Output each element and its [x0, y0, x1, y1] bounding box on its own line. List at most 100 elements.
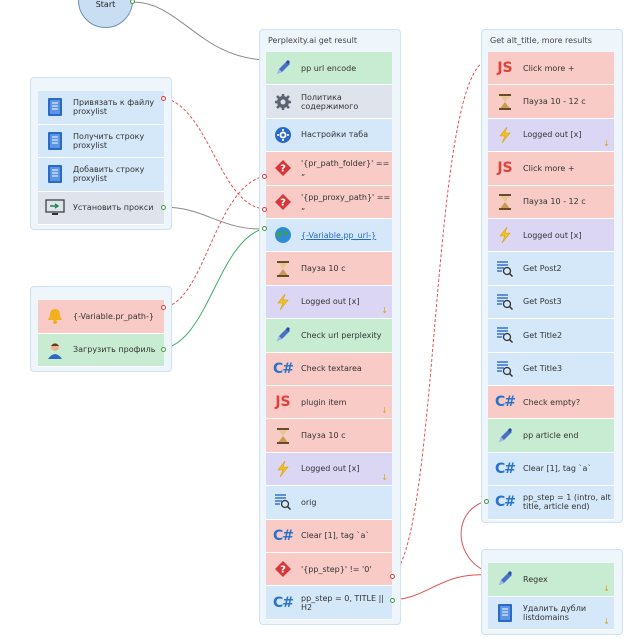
csharp-icon: C#: [273, 527, 294, 544]
pen-icon: [495, 569, 515, 589]
node-label: Политика содержимого: [301, 92, 359, 111]
right2-node-2[interactable]: Удалить дубли listdomains ↓: [488, 596, 614, 630]
left1-node-2[interactable]: Получить строку proxylist: [38, 124, 164, 158]
node-label: '{pr_path_folder}' == „: [301, 159, 390, 178]
node-label: pp_step = 0, TITLE || H2: [301, 593, 385, 612]
node-label: Удалить дубли listdomains: [523, 603, 587, 622]
port-start-out[interactable]: [130, 0, 135, 4]
port-load-profile-out[interactable]: [161, 347, 166, 352]
middle-node-3[interactable]: Настройки таба: [266, 118, 392, 153]
right1-node-2[interactable]: Пауза 10 - 12 с: [488, 85, 614, 119]
node-label: Установить прокси: [73, 203, 154, 213]
port-pp-proxy-path-false[interactable]: [262, 207, 267, 212]
lightning-icon: [495, 225, 515, 245]
middle-node-8[interactable]: Logged out [x] ↓: [266, 285, 392, 320]
middle-node-15[interactable]: C#Clear [1], tag `a`: [266, 519, 392, 553]
node-label: Check textarea: [301, 364, 362, 374]
port-proxylist-in[interactable]: [161, 96, 166, 101]
question-diamond-icon: ?: [273, 158, 293, 178]
csharp-icon: C#: [495, 394, 516, 411]
port-pr-path-in[interactable]: [161, 305, 166, 310]
svg-text:?: ?: [280, 164, 286, 175]
right1-node-10[interactable]: Get Title3: [488, 352, 614, 386]
lightning-icon: [273, 459, 293, 479]
arrow-down-icon: ↓: [381, 306, 388, 316]
port-set-proxy-out[interactable]: [161, 205, 166, 210]
wire-pp-step-zero-to-regex: [391, 574, 489, 601]
arrow-down-icon: ↓: [381, 406, 388, 416]
hourglass-icon: [495, 192, 515, 212]
port-pp-step-zero-out[interactable]: [390, 598, 395, 603]
bell-icon: [45, 306, 65, 326]
notebook-icon: [45, 97, 65, 117]
node-label: Check url perplexity: [301, 330, 382, 340]
node-label: Clear [1], tag `a`: [523, 464, 592, 474]
gear-icon: [273, 92, 293, 112]
question-diamond-icon: ?: [273, 559, 293, 579]
node-label: Logged out [x]: [301, 297, 360, 307]
left2-node-2[interactable]: Загрузить профиль: [38, 333, 164, 367]
notebook-icon: [495, 603, 515, 623]
right2-node-1[interactable]: Regex↓: [488, 563, 614, 597]
pen-icon: [495, 426, 515, 446]
middle-node-10[interactable]: C#Check textarea: [266, 352, 392, 386]
left2-node-1[interactable]: {-Variable.pr_path-}: [38, 300, 164, 334]
left1-node-1[interactable]: Привязать к файлу proxylist: [38, 91, 164, 125]
right1-node-13[interactable]: C#Clear [1], tag `a`: [488, 452, 614, 487]
right1-node-5[interactable]: Пауза 10 - 12 с: [488, 185, 614, 219]
globe-icon: [273, 225, 293, 245]
node-label: Привязать к файлу proxylist: [73, 98, 155, 117]
middle-node-7[interactable]: Пауза 10 с: [266, 252, 392, 286]
wire-ustanovit-proksi-to-variable-url: [162, 206, 265, 230]
middle-node-5[interactable]: ?'{pp_proxy_path}' == „: [266, 185, 392, 219]
arrow-down-icon: ↓: [381, 473, 388, 483]
node-label: Get Title3: [523, 364, 563, 374]
middle-node-17[interactable]: C# pp_step = 0, TITLE || H2: [266, 586, 392, 620]
node-label: Пауза 10 с: [301, 431, 346, 441]
svg-text:?: ?: [280, 197, 286, 208]
right1-node-8[interactable]: Get Post3: [488, 285, 614, 320]
node-label: Check empty?: [523, 397, 581, 407]
middle-node-6[interactable]: {-Variable.pp_url-}: [266, 219, 392, 253]
question-diamond-icon: ?: [273, 192, 293, 212]
middle-node-1[interactable]: pp url encode: [266, 52, 392, 86]
right1-node-6[interactable]: Logged out [x]: [488, 219, 614, 253]
js-icon: JS: [497, 60, 513, 77]
middle-node-16[interactable]: ?'{pp_step}' != '0': [266, 553, 392, 587]
arrow-down-icon: ↓: [603, 617, 610, 626]
panel-title: Perplexity.ai get result: [268, 36, 358, 45]
left1-node-4[interactable]: Установить прокси: [38, 191, 164, 225]
port-pp-step-false[interactable]: [390, 574, 395, 579]
middle-node-2[interactable]: Политика содержимого: [266, 85, 392, 119]
node-label: Добавить строку proxylist: [73, 165, 145, 184]
port-pp-step-one-out[interactable]: [484, 499, 489, 504]
node-label: Настройки таба: [301, 130, 369, 140]
middle-node-9[interactable]: Check url perplexity: [266, 319, 392, 353]
left1-node-3[interactable]: Добавить строку proxylist: [38, 158, 164, 192]
middle-node-13[interactable]: Logged out [x]↓: [266, 452, 392, 487]
right1-node-12[interactable]: pp article end: [488, 419, 614, 453]
right1-node-3[interactable]: Logged out [x]↓: [488, 118, 614, 153]
list-search-icon: [495, 292, 515, 312]
arrow-down-icon: ↓: [603, 583, 610, 593]
middle-node-12[interactable]: Пауза 10 с: [266, 419, 392, 453]
middle-node-4[interactable]: ? '{pr_path_folder}' == „: [266, 152, 392, 186]
node-label: Загрузить профиль: [73, 345, 156, 355]
csharp-icon: C#: [273, 594, 294, 611]
port-variable-url-in[interactable]: [262, 226, 267, 231]
right1-node-9[interactable]: Get Title2: [488, 319, 614, 353]
node-label: Пауза 10 - 12 с: [523, 197, 586, 207]
port-pr-path-folder-false[interactable]: [262, 174, 267, 179]
list-search-icon: [495, 359, 515, 379]
right1-node-7[interactable]: Get Post2: [488, 252, 614, 286]
list-search-icon: [495, 325, 515, 345]
middle-node-14[interactable]: orig: [266, 486, 392, 520]
node-label: Получить строку proxylist: [73, 131, 145, 150]
right1-node-14[interactable]: C#pp_step = 1 (intro, alt title, article…: [488, 486, 614, 520]
hourglass-icon: [273, 426, 293, 446]
svg-text:?: ?: [280, 565, 286, 576]
right1-node-11[interactable]: C# Check empty?: [488, 386, 614, 420]
